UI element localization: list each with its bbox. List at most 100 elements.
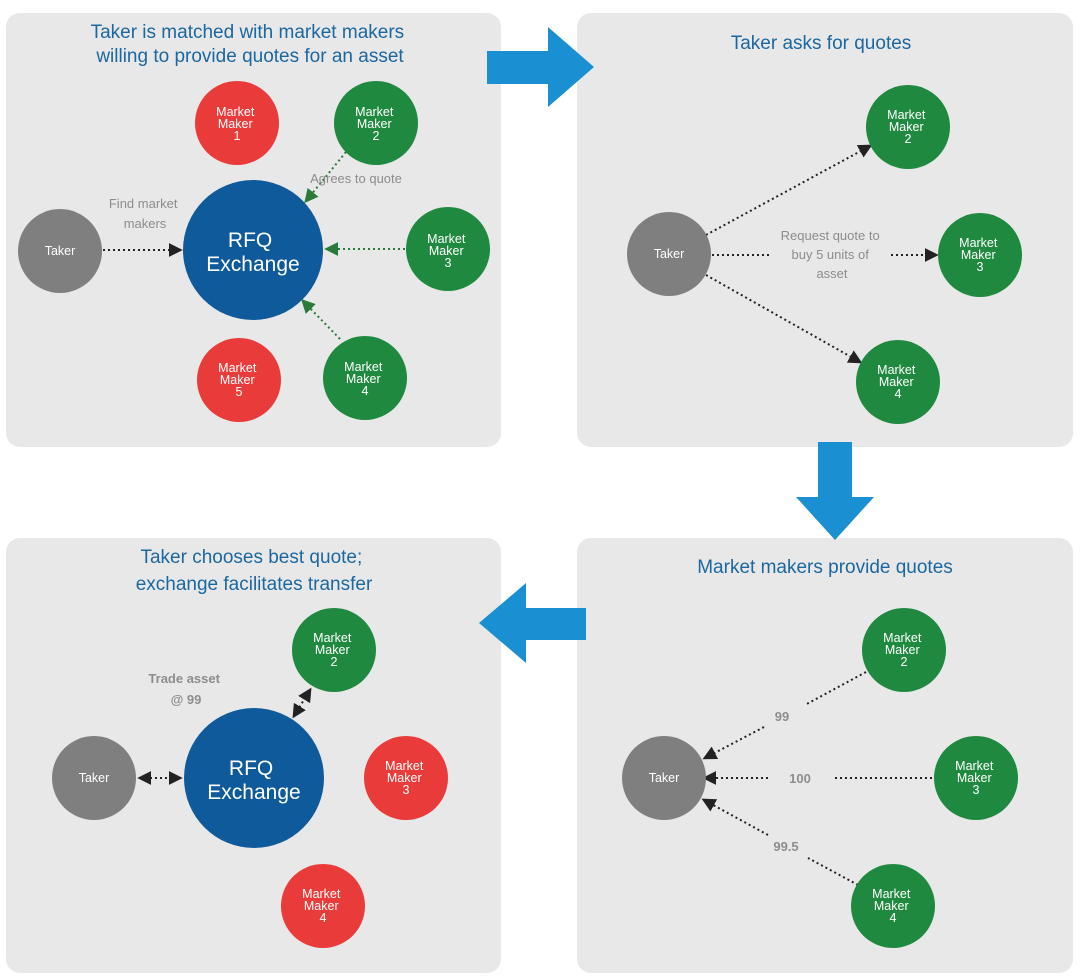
p2-mm4-line-1: Market: [877, 363, 916, 377]
p2-taker-circle: [627, 212, 711, 296]
p1-rfq-exchange-node: RFQ Exchange: [183, 180, 323, 320]
p3-mm3-line-3: 3: [973, 783, 980, 797]
p4-mm4-label: Market Maker 4: [302, 887, 344, 925]
p2-mm2-circle: [866, 85, 950, 169]
flow-arrow-down: [796, 442, 874, 540]
panel-4-title-line-2: exchange facilitates transfer: [136, 574, 373, 595]
p1-market-maker-1-node: Market Maker 1: [195, 81, 279, 165]
p1-mm5-label: Market Maker 5: [218, 361, 260, 399]
p1-mm2-circle: [334, 81, 418, 165]
p3-mm2-line-1: Market: [883, 631, 922, 645]
p4-exchange-line-1: RFQ: [229, 757, 273, 780]
p4-mm4-line-3: 4: [320, 911, 327, 925]
p3-market-maker-3-node: Market Maker 3: [934, 736, 1018, 820]
p1-mm4-line-3: 4: [362, 384, 369, 398]
p3-market-maker-4-node: Market Maker 4: [851, 864, 935, 948]
p1-mm3-label: Market Maker 3: [427, 232, 469, 270]
p4-trade-label-line-1: Trade asset: [148, 671, 220, 686]
panel-1-title-line-2: willing to provide quotes for an asset: [95, 46, 404, 67]
p4-mm3-line-3: 3: [403, 783, 410, 797]
p4-market-maker-4-node: Market Maker 4: [281, 864, 365, 948]
panel-4-title-line-1: Taker chooses best quote;: [140, 547, 362, 568]
p1-mm2-to-exchange-arrow: [304, 151, 347, 204]
p1-mm4-line-2: Maker: [346, 372, 381, 386]
p2-request-quote-label: Request quote to buy 5 units of asset: [781, 228, 884, 281]
p4-mm3-label: Market Maker 3: [385, 759, 427, 797]
p1-mm5-line-3: 5: [236, 385, 243, 399]
panel-1-title: Taker is matched with market makers will…: [91, 22, 410, 67]
p1-mm2-line-1: Market: [355, 105, 394, 119]
p3-taker-label: Taker: [649, 771, 680, 785]
p2-market-maker-4-node: Market Maker 4: [856, 340, 940, 424]
p4-exchange-line-2: Exchange: [207, 781, 300, 804]
p1-taker-node: Taker: [18, 209, 102, 293]
p2-taker-label: Taker: [654, 247, 685, 261]
p2-taker-to-mm2-arrow: [705, 144, 873, 236]
p2-mm4-line-3: 4: [895, 387, 902, 401]
panel-3-title: Market makers provide quotes: [697, 557, 953, 578]
p2-request-line-3: asset: [816, 266, 847, 281]
p1-mm2-line-3: 2: [373, 129, 380, 143]
p3-mm4-label: Market Maker 4: [872, 887, 914, 925]
p4-taker-node: Taker: [52, 736, 136, 820]
p1-exchange-label: RFQ Exchange: [206, 229, 299, 276]
p3-mm4-circle: [851, 864, 935, 948]
p2-market-maker-3-node: Market Maker 3: [938, 213, 1022, 297]
p2-request-line-2: buy 5 units of: [792, 247, 870, 262]
p3-mm4-line-1: Market: [872, 887, 911, 901]
p4-mm2-label: Market Maker 2: [313, 631, 355, 669]
p3-mm2-to-taker-arrow-upper: [804, 671, 867, 706]
p4-mm2-line-1: Market: [313, 631, 352, 645]
p4-exchange-circle: [184, 708, 324, 848]
p1-mm1-label: Market Maker 1: [216, 105, 258, 143]
flow-arrow-right: [487, 27, 594, 107]
p4-taker-circle: [52, 736, 136, 820]
p3-quote-99-5-label: 99.5: [773, 839, 798, 854]
p1-taker-circle: [18, 209, 102, 293]
p3-mm3-circle: [934, 736, 1018, 820]
p3-taker-circle: [622, 736, 706, 820]
p4-mm3-line-2: Maker: [387, 771, 422, 785]
p1-mm2-label: Market Maker 2: [355, 105, 397, 143]
p4-mm4-line-1: Market: [302, 887, 341, 901]
p1-mm4-to-exchange-arrow: [301, 298, 341, 340]
p2-mm4-label: Market Maker 4: [877, 363, 919, 401]
panel-4-title: Taker chooses best quote; exchange facil…: [136, 547, 373, 595]
p1-find-label-line-2: makers: [124, 216, 167, 231]
p1-mm3-line-3: 3: [445, 256, 452, 270]
p2-mm4-circle: [856, 340, 940, 424]
p4-exchange-mm2-double-arrow: [292, 687, 312, 719]
p3-quote-100-label: 100: [789, 771, 811, 786]
p1-market-maker-3-node: Market Maker 3: [406, 207, 490, 291]
p4-rfq-exchange-node: RFQ Exchange: [184, 708, 324, 848]
p2-request-line-1: Request quote to: [781, 228, 880, 243]
p4-exchange-label: RFQ Exchange: [207, 757, 300, 804]
p2-mm3-line-1: Market: [959, 236, 998, 250]
p2-mm2-line-2: Maker: [889, 120, 924, 134]
p4-mm2-circle: [292, 608, 376, 692]
p4-mm4-line-2: Maker: [304, 899, 339, 913]
p1-mm4-line-1: Market: [344, 360, 383, 374]
p1-mm1-circle: [195, 81, 279, 165]
p2-market-maker-2-node: Market Maker 2: [866, 85, 950, 169]
p1-mm1-line-1: Market: [216, 105, 255, 119]
p1-mm1-line-3: 1: [234, 129, 241, 143]
p2-mm4-line-2: Maker: [879, 375, 914, 389]
p3-mm2-line-2: Maker: [885, 643, 920, 657]
p2-mm2-line-3: 2: [905, 132, 912, 146]
panel-3-background: [577, 538, 1073, 973]
p3-mm2-to-taker-arrow-lower: [702, 726, 765, 760]
p2-mm2-line-1: Market: [887, 108, 926, 122]
p3-mm4-line-2: Maker: [874, 899, 909, 913]
flow-arrow-left: [479, 583, 586, 663]
p1-market-maker-2-node: Market Maker 2: [334, 81, 418, 165]
p4-market-maker-2-node: Market Maker 2: [292, 608, 376, 692]
p4-taker-label: Taker: [79, 771, 110, 785]
p1-mm2-line-2: Maker: [357, 117, 392, 131]
p3-mm2-line-3: 2: [901, 655, 908, 669]
p3-mm3-label: Market Maker 3: [955, 759, 997, 797]
p2-mm3-label: Market Maker 3: [959, 236, 1001, 274]
p2-mm3-line-2: Maker: [961, 248, 996, 262]
p3-market-maker-2-node: Market Maker 2: [862, 608, 946, 692]
